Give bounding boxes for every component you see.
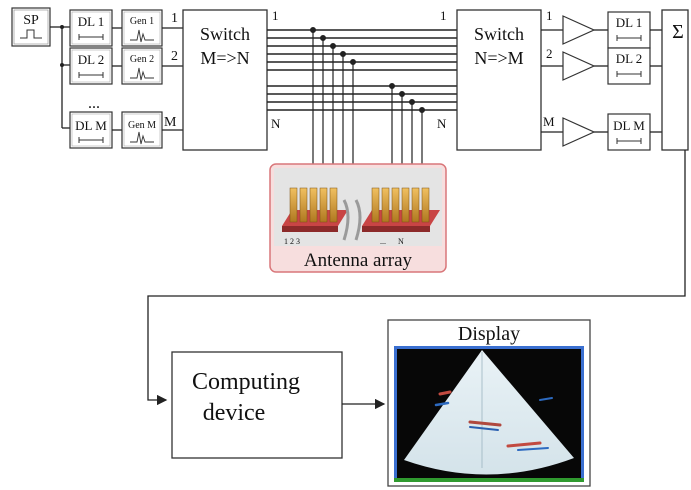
dl-in-1: DL 1 (69, 9, 113, 47)
gen-m: Gen M (121, 111, 163, 149)
left-in-port-m: M (164, 115, 177, 130)
dl-in-2-label: DL 2 (78, 52, 105, 67)
computing-title: Computing (192, 369, 300, 395)
gen-1: Gen 1 (121, 9, 163, 47)
gen-2: Gen 2 (121, 47, 163, 85)
amplifier-m-icon (562, 117, 596, 147)
right-in-port-n: N (437, 116, 447, 131)
dl-in-m-label: DL M (75, 118, 107, 133)
display-title: Display (458, 323, 520, 345)
dl-in-1-label: DL 1 (78, 14, 105, 29)
left-in-port-2: 2 (171, 49, 178, 64)
gen-m-label: Gen M (128, 120, 156, 131)
antenna-last-number: N (398, 237, 404, 246)
sum-label: Σ (672, 21, 684, 43)
gen-1-label: Gen 1 (130, 16, 154, 27)
left-out-port-1: 1 (272, 8, 279, 23)
sum-to-computer-wire (147, 150, 686, 406)
dl-out-2-label: DL 2 (616, 51, 643, 66)
dl-out-2: DL 2 (607, 47, 651, 85)
computing-device: Computing device (171, 351, 343, 459)
sp-block: SP (11, 7, 51, 47)
amplifier-1-icon (562, 15, 596, 45)
amplifier-2-icon (562, 51, 596, 81)
channel-ellipsis: ... (88, 95, 100, 112)
echo-reflections (434, 390, 553, 451)
dl-out-1: DL 1 (607, 11, 651, 49)
gen-2-label: Gen 2 (130, 54, 154, 65)
dl-out-m-label: DL M (613, 118, 645, 133)
antenna-array: 1 2 3 ... N Antenna array (269, 163, 447, 273)
dl-out-m: DL M (607, 113, 651, 151)
switch-n-to-m: Switch N=>M (456, 9, 542, 151)
sp-label: SP (23, 13, 39, 28)
switch-left-mode: M=>N (200, 48, 249, 68)
switch-left-title: Switch (200, 24, 250, 44)
left-in-port-1: 1 (171, 11, 178, 26)
right-out-port-1: 1 (546, 8, 553, 23)
summator: Σ (661, 9, 689, 151)
switch-right-title: Switch (474, 24, 524, 44)
right-in-port-1: 1 (440, 8, 447, 23)
switch-right-mode: N=>M (474, 48, 523, 68)
antenna-first-numbers: 1 2 3 (284, 237, 300, 246)
right-out-port-m: M (543, 114, 555, 129)
dl-out-1-label: DL 1 (616, 15, 643, 30)
left-out-port-n: N (271, 116, 281, 131)
antenna-number-gap: ... (380, 237, 386, 246)
dl-in-m: DL M (69, 111, 113, 149)
switch-m-to-n: Switch M=>N (182, 9, 268, 151)
antenna-array-label: Antenna array (304, 250, 413, 271)
display: Display (387, 319, 591, 487)
signal-bus (267, 29, 457, 111)
right-out-port-2: 2 (546, 46, 553, 61)
dl-in-2: DL 2 (69, 47, 113, 85)
computing-subtitle: device (203, 400, 266, 426)
